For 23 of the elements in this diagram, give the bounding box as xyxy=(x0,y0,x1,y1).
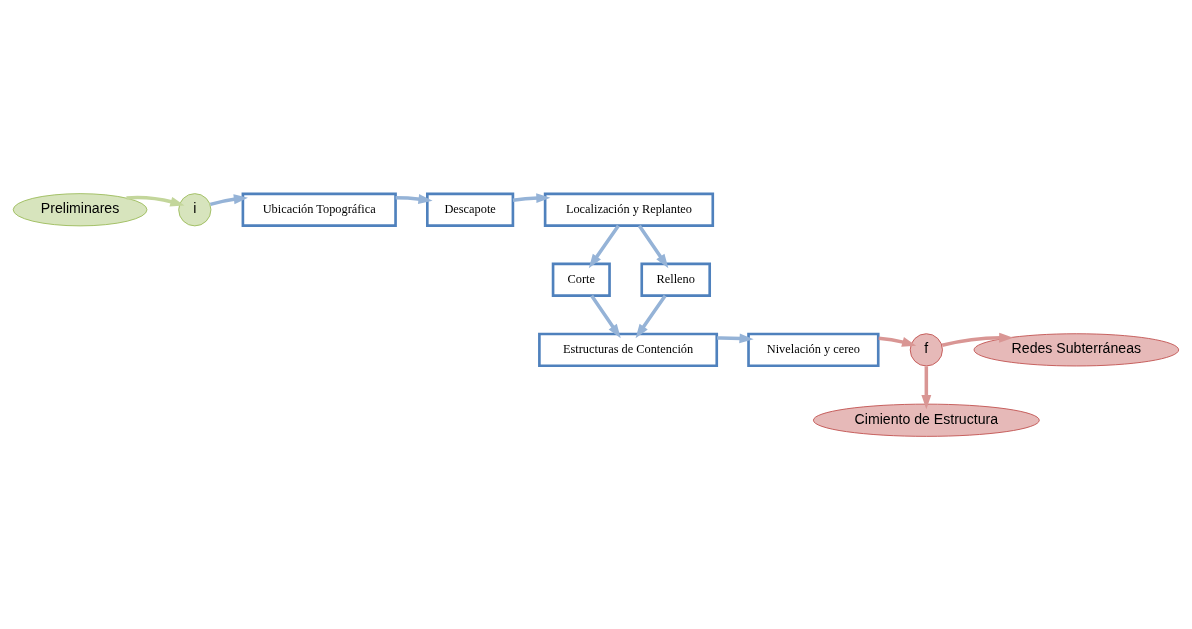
node-circle: f xyxy=(909,332,943,366)
node-box: Descapote xyxy=(426,192,515,227)
arrow xyxy=(637,224,669,268)
arrow xyxy=(512,192,551,203)
arrow xyxy=(395,193,433,204)
node-box: Localización y Replanteo xyxy=(543,192,715,227)
arrow xyxy=(590,294,621,338)
arrow xyxy=(921,365,932,409)
arrow xyxy=(717,332,754,343)
node-box: Estructuras de Contención xyxy=(538,332,719,367)
node-box: Corte xyxy=(551,262,611,297)
node-circle: i xyxy=(178,192,212,226)
node-box: Nivelación y cereo xyxy=(747,332,880,367)
arrow xyxy=(209,193,248,206)
arrow xyxy=(635,294,667,338)
node-box: Relleno xyxy=(640,262,712,297)
node-box: Ubicación Topográfica xyxy=(241,192,397,227)
arrow xyxy=(878,336,917,347)
arrow xyxy=(941,332,1014,347)
node-ellipse: Preliminares xyxy=(12,192,148,226)
arrow xyxy=(588,224,620,268)
node-ellipse: Cimiento de Estructura xyxy=(812,403,1040,437)
arrow xyxy=(126,195,185,206)
